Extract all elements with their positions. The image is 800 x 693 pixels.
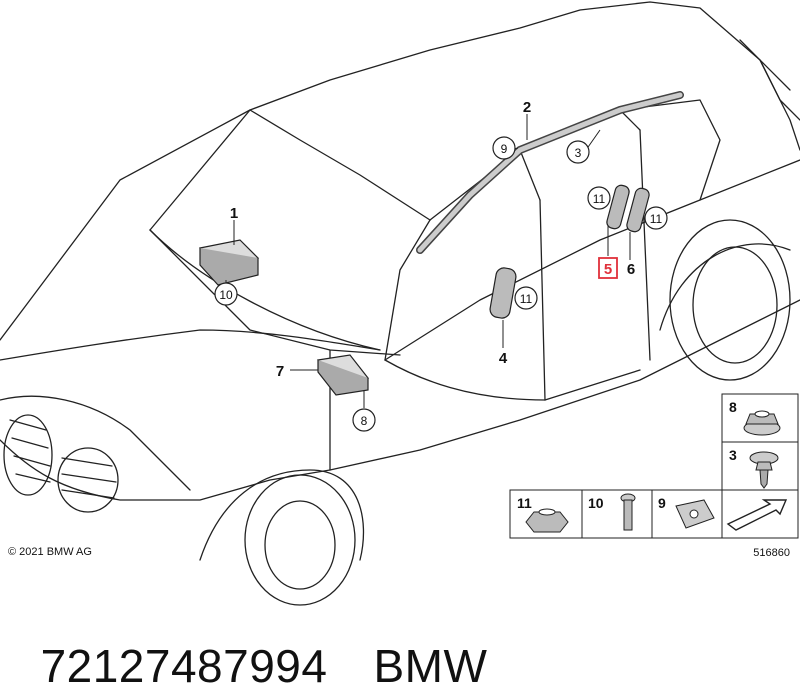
callout-8: 8 bbox=[352, 408, 376, 432]
callout-1-label: 1 bbox=[230, 205, 238, 222]
callout-3-label: 3 bbox=[575, 146, 582, 160]
airbag-parts-diagram: 1 10 2 9 3 11 4 11 11 5 6 7 8 bbox=[0, 1, 800, 606]
callout-2-label: 2 bbox=[523, 99, 531, 116]
clip-nut-icon bbox=[675, 499, 715, 529]
hardware-box-10-label: 10 bbox=[588, 495, 604, 511]
hex-nut-icon bbox=[525, 508, 569, 533]
callout-1: 1 bbox=[230, 205, 238, 222]
callout-9: 9 bbox=[492, 136, 516, 160]
copyright-text: © 2021 BMW AG bbox=[8, 546, 92, 558]
hardware-box-3-label: 3 bbox=[729, 447, 737, 463]
knee-airbag bbox=[316, 354, 370, 396]
callout-5: 5 bbox=[598, 257, 618, 279]
passenger-airbag bbox=[198, 239, 260, 286]
callout-11-front-label: 11 bbox=[520, 292, 533, 306]
callout-11-rear-left-label: 11 bbox=[593, 192, 606, 206]
hardware-box-11: 11 bbox=[509, 489, 583, 539]
hardware-box-arrow bbox=[721, 489, 799, 539]
brand-name: BMW bbox=[373, 640, 488, 692]
callout-9-label: 9 bbox=[501, 142, 508, 156]
callout-10: 10 bbox=[214, 282, 238, 306]
front-side-airbag bbox=[489, 267, 517, 319]
arrow-icon bbox=[726, 499, 788, 531]
part-number: 72127487994 bbox=[40, 640, 328, 692]
hardware-box-8-label: 8 bbox=[729, 399, 737, 415]
screw-icon bbox=[749, 451, 779, 489]
callout-10-label: 10 bbox=[219, 288, 233, 302]
part-caption: 72127487994 BMW bbox=[14, 585, 487, 693]
callout-6: 6 bbox=[627, 261, 635, 278]
callout-7-label: 7 bbox=[276, 363, 284, 380]
bolt-icon bbox=[620, 493, 636, 531]
callout-2: 2 bbox=[523, 99, 531, 116]
callout-11-rear-left: 11 bbox=[587, 186, 611, 210]
rear-side-airbag-right bbox=[626, 187, 650, 233]
callout-7: 7 bbox=[276, 363, 284, 380]
callout-4: 4 bbox=[499, 350, 508, 367]
hardware-box-10: 10 bbox=[581, 489, 653, 539]
callout-4-label: 4 bbox=[499, 350, 508, 367]
callout-11-rear-right-label: 11 bbox=[650, 212, 663, 226]
hardware-box-9: 9 bbox=[651, 489, 723, 539]
callout-6-label: 6 bbox=[627, 261, 635, 278]
leader-lines bbox=[225, 114, 652, 408]
hardware-box-8: 8 bbox=[721, 393, 799, 443]
car-outline bbox=[0, 1, 800, 606]
callout-3: 3 bbox=[566, 140, 590, 164]
hardware-box-3: 3 bbox=[721, 441, 799, 491]
hardware-box-11-label: 11 bbox=[517, 495, 532, 511]
curtain-airbag bbox=[416, 91, 684, 254]
flange-nut-icon bbox=[743, 410, 781, 436]
hardware-box-9-label: 9 bbox=[658, 495, 666, 511]
callout-11-front: 11 bbox=[514, 286, 538, 310]
image-number: 516860 bbox=[753, 547, 790, 559]
callout-8-label: 8 bbox=[361, 414, 368, 428]
callout-11-rear-right: 11 bbox=[644, 206, 668, 230]
rear-side-airbag-left bbox=[606, 184, 630, 230]
callout-5-label: 5 bbox=[604, 261, 612, 278]
